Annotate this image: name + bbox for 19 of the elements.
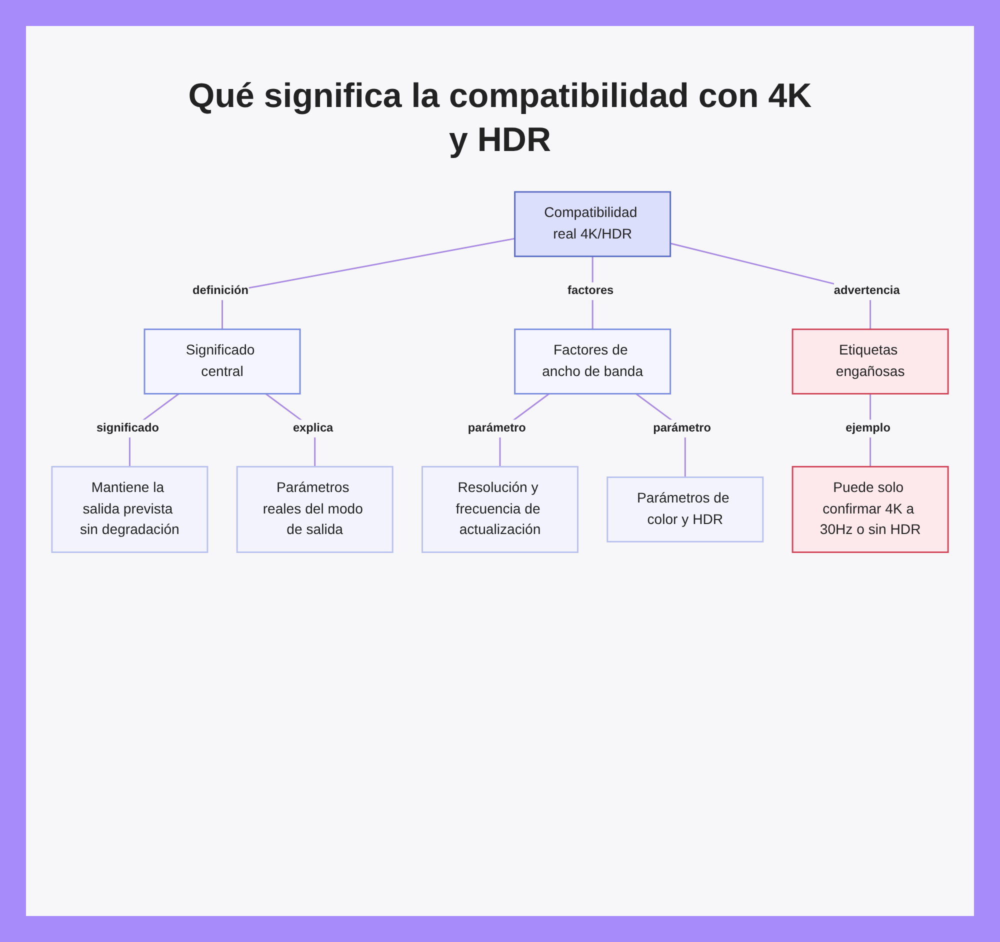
node-box: Parámetros reales del modo de salida (236, 466, 394, 553)
node-box: Etiquetas engañosas (792, 328, 949, 394)
node-box: Significado central (144, 328, 301, 394)
node-box: Parámetros de color y HDR (606, 476, 764, 542)
edge-label: advertencia (834, 284, 900, 298)
node-box: Mantiene la salida prevista sin degradación (51, 466, 208, 553)
edge-label: significado (96, 422, 159, 434)
edge-label: factores (568, 284, 614, 298)
diagram-title: Qué significa la compatibilidad con 4K y HDR (187, 76, 813, 162)
node-box: Puede solo confirmar 4K a 30Hz o sin HDR (792, 466, 949, 553)
node-box: Factores de ancho de banda (514, 328, 672, 394)
node-box: Resolución y frecuencia de actualización (422, 466, 578, 553)
edge-label: definición (192, 284, 249, 298)
edge-label: explica (292, 422, 334, 434)
edge-label: parámetro (653, 422, 712, 434)
connector (222, 238, 515, 330)
edge-label: ejemplo (846, 422, 890, 434)
node-box: Compatibilidad real 4K/HDR (514, 191, 672, 258)
edge-label: parámetro (468, 422, 526, 434)
